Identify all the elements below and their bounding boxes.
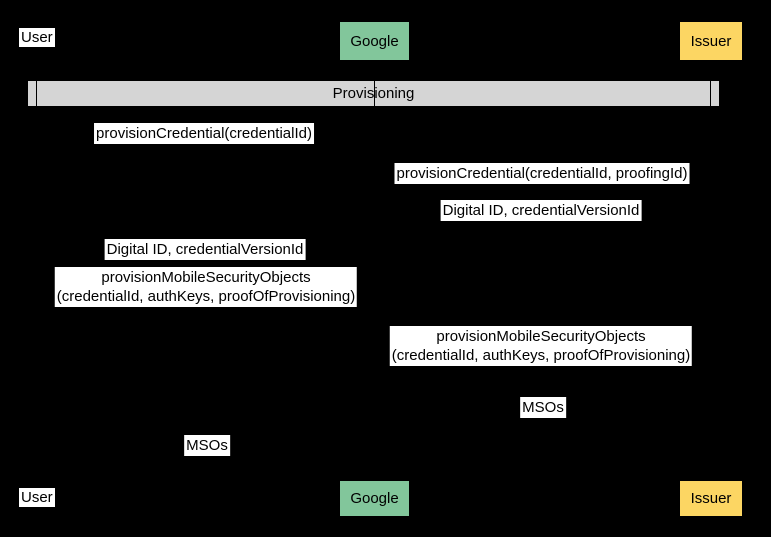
- message-msos-left: MSOs: [184, 435, 230, 456]
- provisioning-band: Provisioning: [28, 81, 719, 106]
- lifeline-user: [36, 61, 37, 480]
- message-line: (credentialId, authKeys, proofOfProvisio…: [56, 288, 356, 305]
- message-line: MSOs: [186, 437, 228, 454]
- message-line: provisionCredential(credentialId): [96, 125, 312, 142]
- message-line: provisionCredential(credentialId, proofi…: [396, 165, 688, 182]
- message-provision-credential-proofing: provisionCredential(credentialId, proofi…: [394, 163, 690, 184]
- actor-google-bottom: Google: [339, 480, 410, 517]
- message-provision-msos-right: provisionMobileSecurityObjects (credenti…: [389, 326, 693, 366]
- actor-issuer-bottom: Issuer: [679, 480, 743, 517]
- message-line: Digital ID, credentialVersionId: [106, 241, 304, 258]
- message-provision-msos-left: provisionMobileSecurityObjects (credenti…: [54, 267, 358, 307]
- message-digital-id-left: Digital ID, credentialVersionId: [104, 239, 306, 260]
- message-msos-right: MSOs: [520, 397, 566, 418]
- message-line: MSOs: [522, 399, 564, 416]
- message-digital-id-right: Digital ID, credentialVersionId: [440, 200, 642, 221]
- message-line: Digital ID, credentialVersionId: [442, 202, 640, 219]
- lifeline-issuer: [710, 61, 711, 480]
- actor-user-top: User: [19, 28, 55, 47]
- message-line: provisionMobileSecurityObjects: [101, 269, 311, 286]
- message-line: provisionMobileSecurityObjects: [436, 328, 646, 345]
- actor-user-bottom: User: [19, 488, 55, 507]
- message-line: (credentialId, authKeys, proofOfProvisio…: [391, 347, 691, 364]
- actor-google-top: Google: [339, 21, 410, 61]
- message-provision-credential: provisionCredential(credentialId): [94, 123, 314, 144]
- actor-issuer-top: Issuer: [679, 21, 743, 61]
- lifeline-google: [374, 61, 375, 480]
